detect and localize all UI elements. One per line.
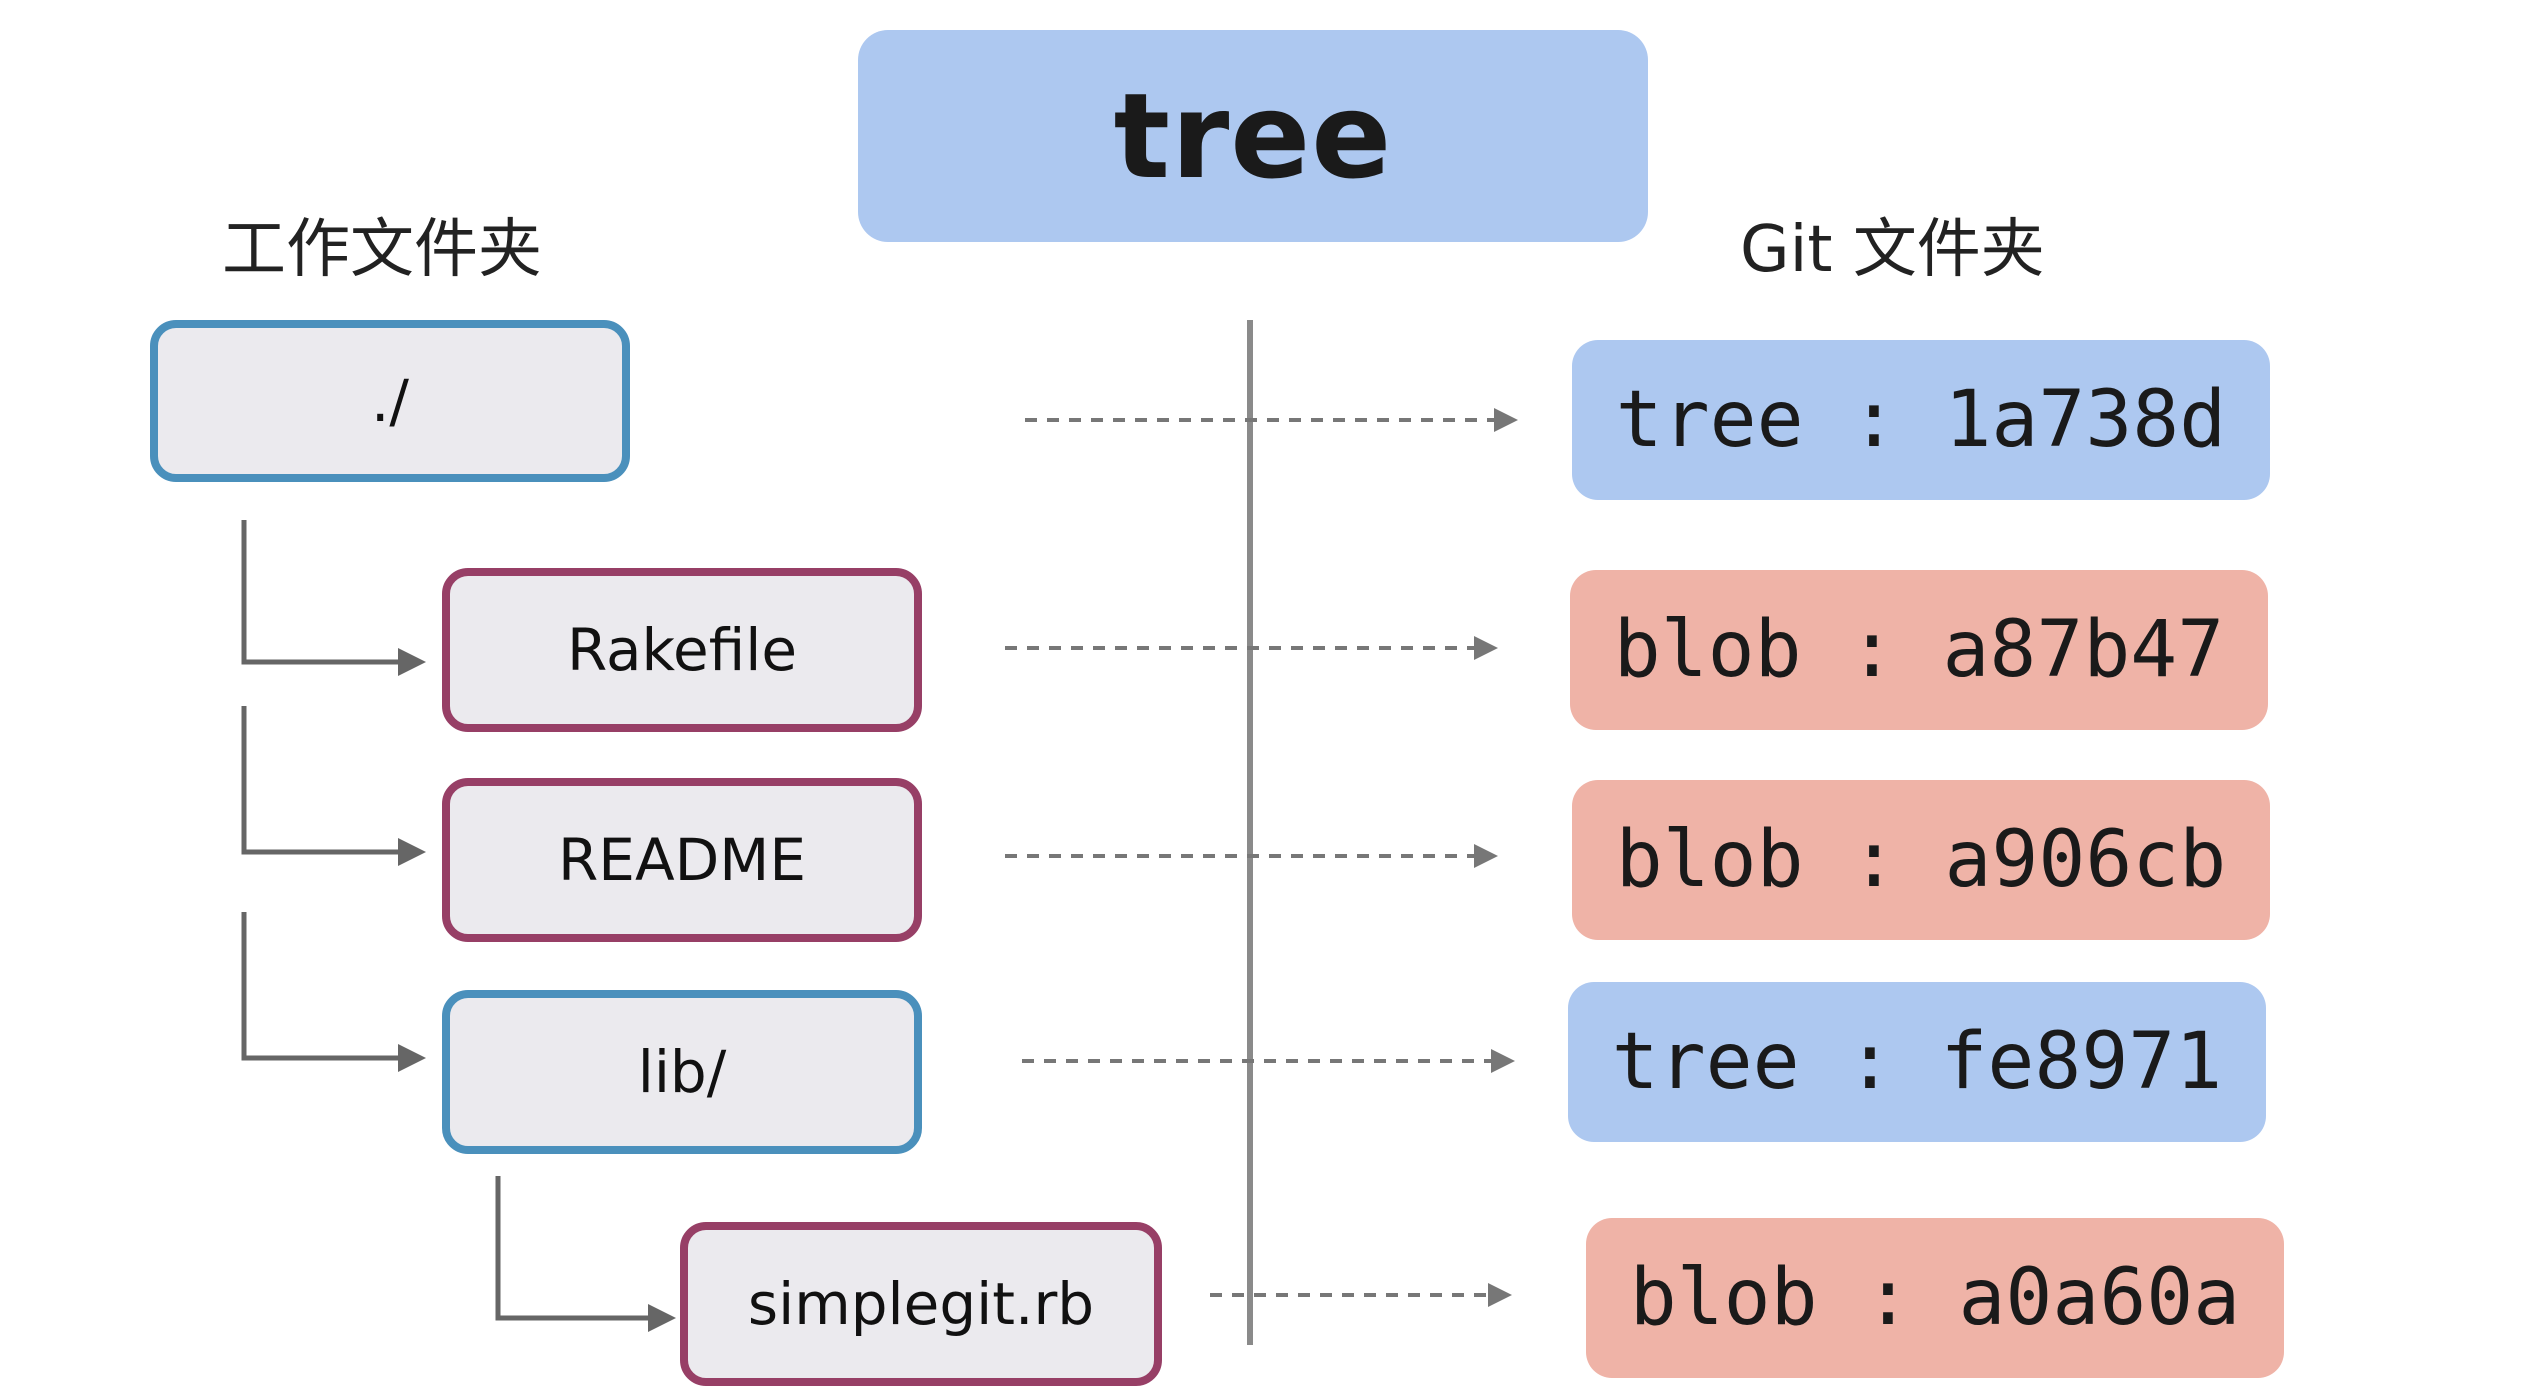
node-readme: README — [442, 778, 922, 942]
node-lib-dir: lib/ — [442, 990, 922, 1154]
object-blob-simplegit: blob : a0a60a — [1586, 1218, 2284, 1378]
mapping-arrow-readme — [1005, 844, 1498, 868]
tree-connector-readme — [241, 706, 426, 866]
object-tree-lib: tree : fe8971 — [1568, 982, 2266, 1142]
tree-connector-simplegit — [495, 1176, 676, 1332]
working-dir-header: 工作文件夹 — [222, 213, 542, 287]
mapping-arrow-rakefile — [1005, 636, 1498, 660]
tree-connector-rakefile — [241, 520, 426, 676]
object-blob-readme: blob : a906cb — [1572, 780, 2270, 940]
mapping-arrow-lib — [1022, 1049, 1515, 1073]
node-root-dir: ./ — [150, 320, 630, 482]
node-rakefile: Rakefile — [442, 568, 922, 732]
object-tree-root: tree : 1a738d — [1572, 340, 2270, 500]
node-simplegit: simplegit.rb — [680, 1222, 1162, 1386]
tree-connector-lib — [241, 912, 426, 1072]
object-blob-rakefile: blob : a87b47 — [1570, 570, 2268, 730]
diagram-title: tree — [858, 30, 1648, 242]
mapping-arrow-root — [1025, 408, 1518, 432]
git-dir-header: Git 文件夹 — [1740, 213, 2045, 287]
mapping-arrow-simplegit — [1210, 1283, 1512, 1307]
